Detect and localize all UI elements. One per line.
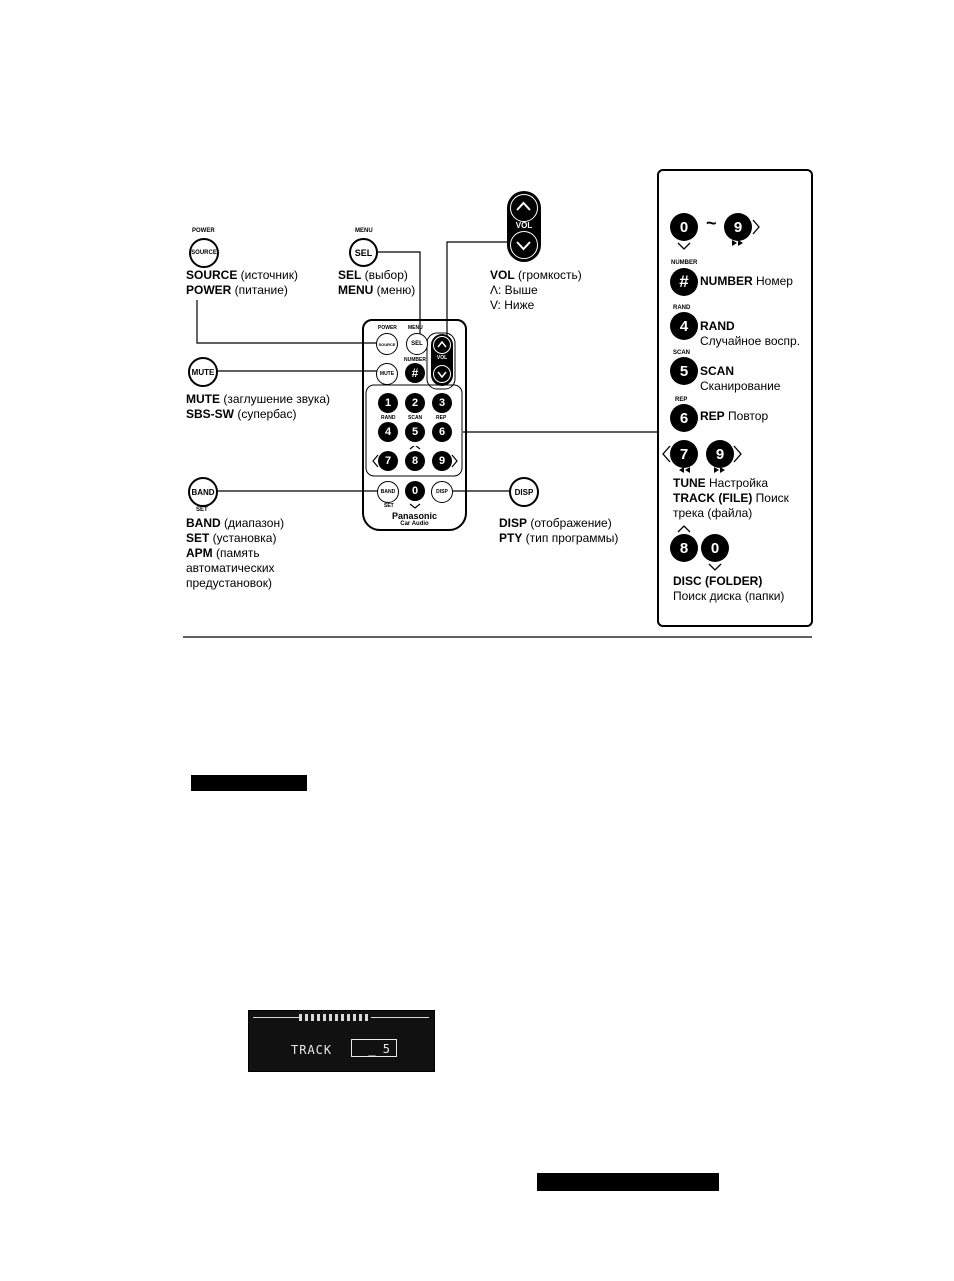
rewind-icon — [679, 467, 690, 473]
remote-key-6[interactable]: 6 — [432, 422, 452, 442]
remote-set-label: SET — [384, 503, 394, 509]
disp-caption: DISP (отображение) PTY (тип программы) — [499, 516, 619, 545]
left-chevron-icon — [662, 445, 671, 463]
down-chevron-icon-2 — [708, 563, 722, 571]
remote-control-body — [362, 319, 467, 531]
down-chevron-icon — [677, 242, 691, 250]
lcd-track-label: TRACK — [291, 1043, 333, 1057]
vol-caption: VOL (громкость) Λ: Выше V: Ниже — [490, 268, 582, 312]
fast-forward-icon-2 — [714, 467, 725, 473]
redaction-bar-2 — [537, 1173, 719, 1191]
remote-vol-rocker[interactable]: VOL — [431, 334, 453, 386]
redaction-bar — [191, 775, 307, 791]
remote-brand: Panasonic — [391, 511, 438, 521]
panel-scan-caption: SCAN Сканирование — [700, 364, 781, 393]
lcd-display: TRACK _ 5 — [248, 1010, 435, 1072]
panel-key-9b: 9 — [706, 440, 734, 468]
panel-rep-caption: REP Повтор — [700, 409, 769, 423]
right-chevron-icon — [752, 219, 760, 235]
right-chevron-icon-2 — [733, 445, 742, 463]
panel-key-8: 8 — [670, 534, 698, 562]
range-tilde: ~ — [706, 213, 717, 233]
remote-key-3[interactable]: 3 — [432, 393, 452, 413]
vol-rocker[interactable]: VOL — [507, 191, 541, 262]
remote-key-8[interactable]: 8 — [405, 451, 425, 471]
power-small-label: POWER — [192, 228, 215, 234]
remote-mute-button[interactable]: MUTE — [376, 363, 398, 385]
panel-rep-small: REP — [675, 397, 688, 403]
remote-key-2[interactable]: 2 — [405, 393, 425, 413]
remote-source-button[interactable]: SOURCE — [376, 333, 398, 355]
remote-hash-button[interactable]: # — [405, 363, 425, 383]
band-caption: BAND (диапазон) SET (установка) APM (пам… — [186, 516, 285, 590]
remote-key-0[interactable]: 0 — [405, 481, 425, 501]
source-caption: SOURCE (источник) POWER (питание) — [186, 268, 298, 297]
lcd-track-value: _ 5 — [351, 1039, 397, 1057]
remote-rand-label: RAND — [381, 415, 396, 421]
remote-band-button[interactable]: BAND — [377, 481, 399, 503]
panel-key-5: 5 — [670, 357, 698, 385]
mute-button[interactable]: MUTE — [188, 357, 218, 387]
number-keys-panel — [657, 169, 813, 627]
remote-vol-label: VOL — [436, 355, 448, 361]
remote-key-4[interactable]: 4 — [378, 422, 398, 442]
panel-key-9: 9 — [724, 213, 752, 241]
remote-key-1[interactable]: 1 — [378, 393, 398, 413]
panel-tune-caption: TUNE Настройка TRACK (FILE) Поиск трека … — [673, 476, 789, 520]
remote-disp-button[interactable]: DISP — [431, 481, 453, 503]
panel-number-caption: NUMBER Номер — [700, 274, 793, 288]
sel-button[interactable]: SEL — [349, 238, 378, 267]
vol-down-icon[interactable] — [510, 231, 538, 259]
remote-key-9[interactable]: 9 — [432, 451, 452, 471]
panel-key-4: 4 — [670, 312, 698, 340]
remote-down-arrow-icon — [409, 503, 421, 509]
lcd-segment-row — [299, 1014, 371, 1021]
sel-caption: SEL (выбор) MENU (меню) — [338, 268, 416, 297]
panel-disc-caption: DISC (FOLDER) Поиск диска (папки) — [673, 574, 785, 603]
fast-forward-icon — [732, 240, 743, 246]
panel-key-7: 7 — [670, 440, 698, 468]
remote-power-label: POWER — [378, 325, 397, 331]
remote-key-5[interactable]: 5 — [405, 422, 425, 442]
remote-menu-label: MENU — [408, 325, 423, 331]
panel-key-0b: 0 — [701, 534, 729, 562]
panel-scan-small: SCAN — [673, 350, 691, 356]
remote-brand-sub: Car Audio — [400, 521, 429, 527]
panel-hash-key: # — [670, 268, 698, 296]
panel-key-0: 0 — [670, 213, 698, 241]
source-button[interactable]: SOURCE — [189, 238, 219, 268]
band-button[interactable]: BAND — [188, 477, 218, 507]
remote-rep-label: REP — [436, 415, 447, 421]
vol-up-icon[interactable] — [510, 194, 538, 222]
set-small-label: SET — [196, 507, 208, 513]
remote-vol-up-icon[interactable] — [433, 336, 451, 354]
mute-caption: MUTE (заглушение звука) SBS-SW (супербас… — [186, 392, 331, 421]
panel-key-6: 6 — [670, 404, 698, 432]
remote-vol-down-icon[interactable] — [433, 365, 451, 383]
remote-scan-label: SCAN — [408, 415, 423, 421]
menu-small-label: MENU — [355, 228, 373, 234]
up-chevron-icon — [677, 525, 691, 533]
remote-arrow-icons — [372, 446, 458, 468]
panel-rand-small: RAND — [673, 305, 691, 311]
panel-rand-caption: RAND Случайное воспр. — [700, 319, 801, 348]
remote-sel-button[interactable]: SEL — [406, 333, 428, 355]
panel-number-small: NUMBER — [671, 260, 698, 266]
remote-number-label: NUMBER — [404, 357, 426, 363]
vol-label: VOL — [515, 221, 533, 230]
remote-key-7[interactable]: 7 — [378, 451, 398, 471]
disp-button[interactable]: DISP — [509, 477, 539, 507]
